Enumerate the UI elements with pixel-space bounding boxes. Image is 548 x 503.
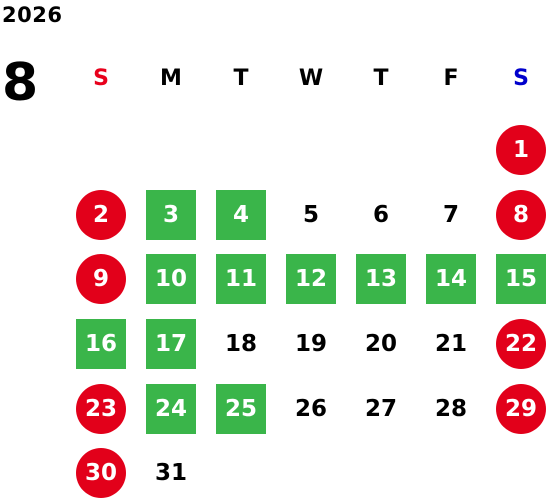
day-cell[interactable]: 30 [76,448,126,498]
day-cell[interactable]: 3 [146,190,196,240]
day-cell[interactable]: 2 [76,190,126,240]
day-cell[interactable]: 13 [356,254,406,304]
weekday-label: S [93,66,109,91]
day-cell[interactable]: 15 [496,254,546,304]
day-cell[interactable]: 28 [434,396,467,422]
day-cell[interactable]: 25 [216,384,266,434]
day-cell[interactable]: 31 [154,460,187,486]
day-cell[interactable]: 23 [76,384,126,434]
day-cell[interactable]: 14 [426,254,476,304]
day-cell[interactable]: 22 [496,319,546,369]
day-cell[interactable]: 24 [146,384,196,434]
day-cell[interactable]: 20 [364,331,397,357]
weekday-label: T [373,66,389,91]
day-cell[interactable]: 26 [294,396,327,422]
day-cell[interactable]: 17 [146,319,196,369]
day-cell[interactable]: 5 [302,202,319,228]
day-cell[interactable]: 16 [76,319,126,369]
weekday-label: M [160,66,182,91]
day-cell[interactable]: 18 [224,331,257,357]
day-cell[interactable]: 29 [496,384,546,434]
day-cell[interactable]: 6 [372,202,389,228]
day-cell[interactable]: 19 [294,331,327,357]
weekday-label: S [513,66,529,91]
day-cell[interactable]: 10 [146,254,196,304]
year-label: 2026 [2,3,63,27]
day-cell[interactable]: 12 [286,254,336,304]
day-cell[interactable]: 4 [216,190,266,240]
day-cell[interactable]: 27 [364,396,397,422]
weekday-label: F [443,66,459,91]
day-cell[interactable]: 8 [496,190,546,240]
day-cell[interactable]: 11 [216,254,266,304]
day-cell[interactable]: 21 [434,331,467,357]
weekday-label: W [298,66,324,91]
month-number: 8 [2,53,39,113]
day-cell[interactable]: 7 [442,202,459,228]
day-cell[interactable]: 9 [76,254,126,304]
day-cell[interactable]: 1 [496,125,546,175]
weekday-label: T [233,66,249,91]
